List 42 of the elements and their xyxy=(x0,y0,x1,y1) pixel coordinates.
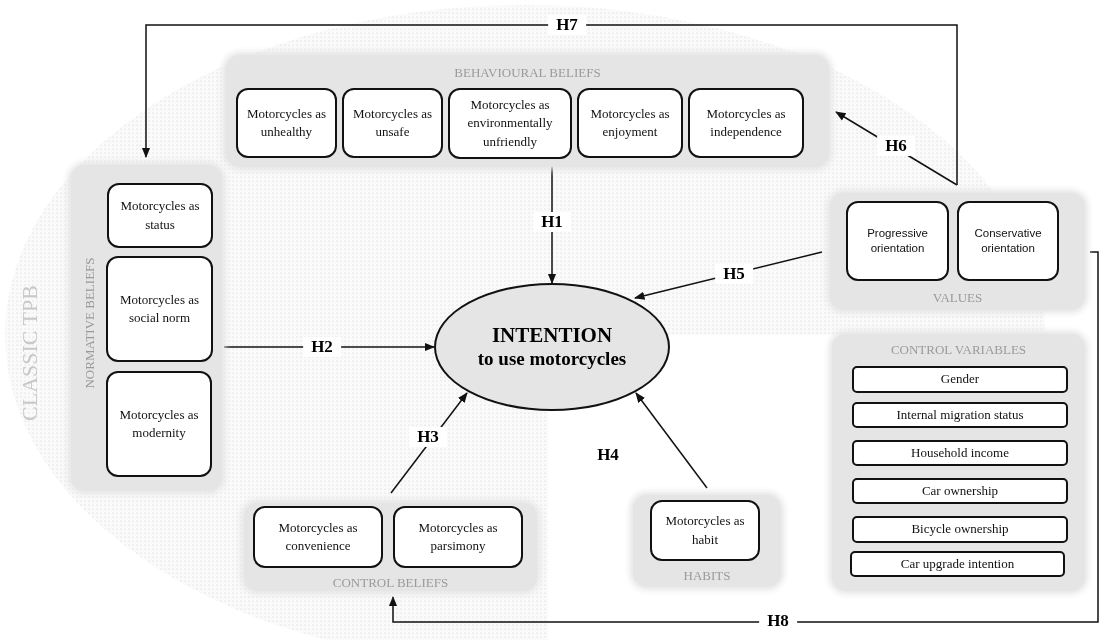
arrow xyxy=(635,392,708,489)
belief-box: Conservative orientation xyxy=(957,201,1059,281)
group-panel xyxy=(244,503,537,591)
group-title: CONTROL BELIEFS xyxy=(331,575,450,591)
group-title: HABITS xyxy=(682,568,732,584)
belief-box: Motorcycles as convenience xyxy=(253,506,383,568)
belief-box: Progressive orientation xyxy=(846,201,949,281)
group-panel xyxy=(71,165,222,491)
belief-box: Motorcycles as parsimony xyxy=(393,506,523,568)
edge-label: H6 xyxy=(877,136,915,156)
edge-label: H7 xyxy=(548,15,586,35)
group-panel xyxy=(226,55,829,167)
group-title: CONTROL VARIABLES xyxy=(889,342,1028,358)
belief-box: Bicycle ownership xyxy=(852,516,1068,543)
edge-label: H1 xyxy=(533,212,571,232)
intention-heading: INTENTION xyxy=(491,323,613,349)
intention-subtext: to use motorcycles xyxy=(477,348,627,371)
belief-box: Motorcycles as independence xyxy=(688,88,804,158)
arrow xyxy=(141,24,958,186)
belief-box: Gender xyxy=(852,366,1068,393)
group-panel xyxy=(832,334,1085,591)
belief-box: Car upgrade intention xyxy=(850,551,1065,577)
group-panel xyxy=(633,495,781,587)
belief-box: Motorcycles as enjoyment xyxy=(577,88,683,158)
edge-label: H5 xyxy=(715,264,753,284)
belief-box: Motorcycles as modernity xyxy=(106,371,212,477)
group-title: NORMATIVE BELIEFS xyxy=(82,256,98,391)
belief-box: Car ownership xyxy=(852,478,1068,504)
belief-box: Motorcycles as status xyxy=(107,183,213,248)
belief-box: Motorcycles as unhealthy xyxy=(236,88,337,158)
belief-box: Motorcycles as unsafe xyxy=(342,88,443,158)
edge-label: H2 xyxy=(303,337,341,357)
group-title: BEHAVIOURAL BELIEFS xyxy=(453,65,602,81)
group-panel xyxy=(830,193,1085,310)
group-title: VALUES xyxy=(931,290,984,306)
belief-box: Motorcycles as environmentally unfriendly xyxy=(448,88,572,159)
arrow xyxy=(388,251,1099,623)
belief-box: Motorcycles as social norm xyxy=(106,256,213,362)
belief-box: Household income xyxy=(852,440,1068,466)
belief-box: Motorcycles as habit xyxy=(650,500,760,561)
edge-label: H3 xyxy=(409,427,447,447)
belief-box: Internal migration status xyxy=(852,402,1068,428)
